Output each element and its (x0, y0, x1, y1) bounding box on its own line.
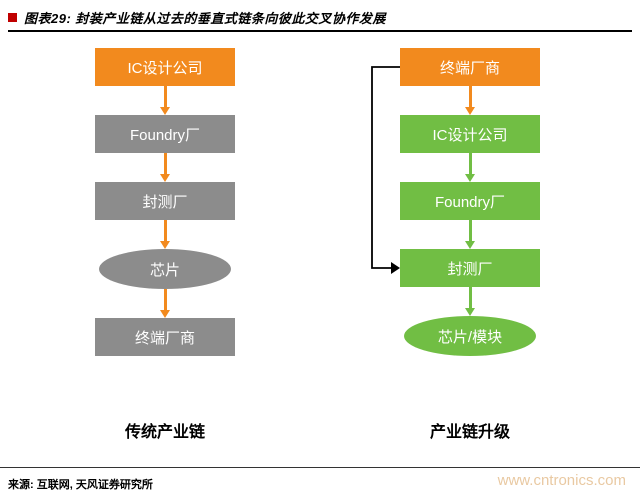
arrow-head (465, 241, 475, 249)
site-watermark: www.cntronics.com (497, 472, 626, 489)
flow-node-ic-design: IC设计公司 (95, 48, 235, 86)
arrow-stem (163, 153, 167, 174)
flow-node-terminal-vendor: 终端厂商 (95, 318, 235, 356)
down-arrow-icon (160, 220, 170, 249)
red-square-bullet-icon (8, 13, 17, 22)
flow-node-ic-design: IC设计公司 (400, 115, 540, 153)
flow-node-foundry: Foundry厂 (400, 182, 540, 220)
down-arrow-icon (465, 220, 475, 249)
traditional-chain-flowchart: IC设计公司 Foundry厂 封测厂 芯片 终端厂商 (95, 48, 235, 356)
arrow-stem (163, 220, 167, 241)
figure-header: 图表29: 封装产业链从过去的垂直式链条向彼此交叉协作发展 (8, 8, 632, 27)
header-divider (8, 30, 632, 32)
down-arrow-icon (465, 86, 475, 115)
left-chart-caption: 传统产业链 (124, 424, 205, 441)
arrow-stem (468, 220, 472, 241)
flow-node-osat: 封测厂 (95, 182, 235, 220)
arrow-stem (163, 86, 167, 107)
arrow-stem (468, 287, 472, 308)
feedback-arrow (371, 66, 400, 274)
arrow-stem (163, 289, 167, 310)
down-arrow-icon (465, 287, 475, 316)
arrow-head (160, 107, 170, 115)
flow-node-osat: 封测厂 (400, 249, 540, 287)
arrow-head (160, 310, 170, 318)
arrow-stem (468, 86, 472, 107)
right-chart-caption: 产业链升级 (429, 424, 510, 441)
arrow-stem (468, 153, 472, 174)
arrow-head (160, 174, 170, 182)
flow-node-foundry: Foundry厂 (95, 115, 235, 153)
arrow-head (465, 107, 475, 115)
upgraded-chain-flowchart: 终端厂商 IC设计公司 Foundry厂 封测厂 芯片/模块 (400, 48, 540, 356)
arrow-head (465, 174, 475, 182)
figure-title: 图表29: 封装产业链从过去的垂直式链条向彼此交叉协作发展 (24, 11, 386, 26)
footer-divider (0, 467, 640, 468)
source-note: 来源: 互联网, 天风证券研究所 (8, 479, 153, 491)
arrow-head (160, 241, 170, 249)
arrow-head (465, 308, 475, 316)
down-arrow-icon (465, 153, 475, 182)
down-arrow-icon (160, 153, 170, 182)
flow-node-terminal-vendor: 终端厂商 (400, 48, 540, 86)
down-arrow-icon (160, 289, 170, 318)
flow-node-chip-module: 芯片/模块 (404, 316, 536, 356)
down-arrow-icon (160, 86, 170, 115)
flow-node-chip: 芯片 (99, 249, 231, 289)
